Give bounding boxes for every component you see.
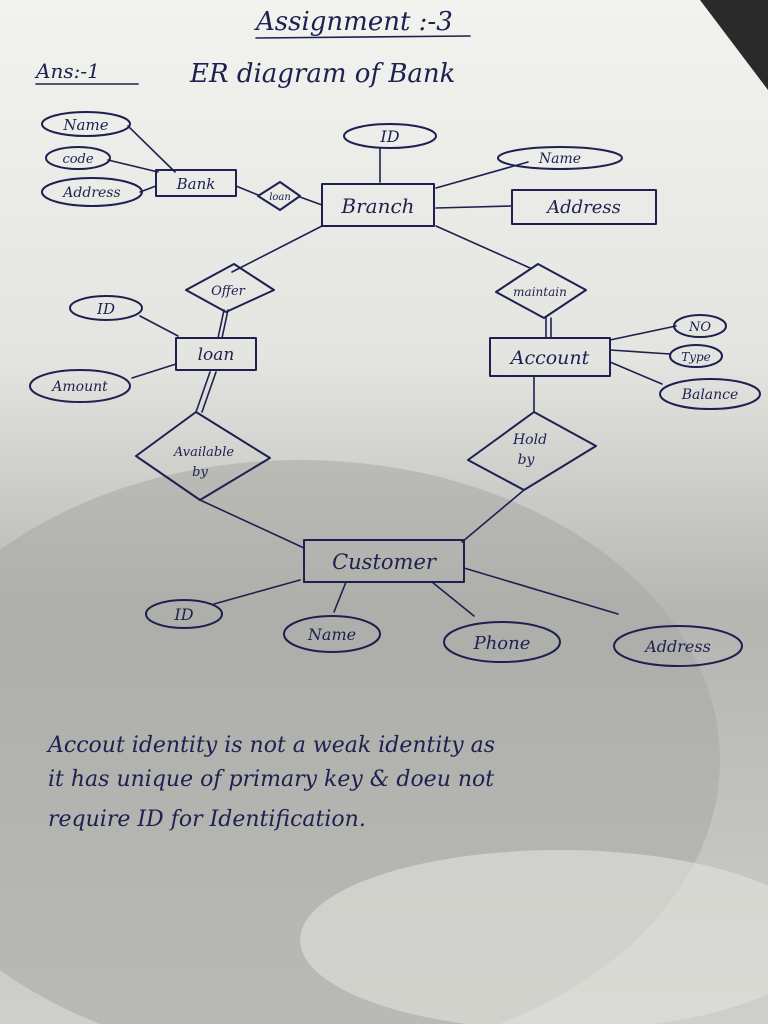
attribute-branch-address: Address [511, 189, 657, 225]
attribute-customer-name: Name [283, 615, 381, 653]
connectors [107, 125, 677, 617]
svg-text:loan: loan [198, 345, 235, 365]
attribute-bank-address: Address [41, 177, 143, 207]
attribute-customer-id: ID [145, 599, 223, 629]
svg-text:Branch: Branch [340, 194, 414, 218]
answer-label: Ans:-1 [34, 59, 100, 83]
attribute-account-balance: Balance [659, 378, 761, 410]
svg-text:Address: Address [545, 197, 621, 218]
attribute-customer-address: Address [613, 625, 743, 667]
entity-branch: Branch [321, 183, 435, 227]
attribute-loan-id: ID [69, 295, 143, 321]
svg-text:by: by [192, 465, 208, 480]
svg-text:ID: ID [96, 300, 115, 318]
attribute-account-type: Type [669, 344, 723, 368]
attribute-bank-name: Name [41, 111, 131, 137]
svg-text:Address: Address [61, 185, 120, 201]
svg-text:ID: ID [379, 127, 399, 146]
entity-account: Account [489, 337, 611, 377]
relationship-offer: Offer [185, 263, 275, 313]
svg-text:Bank: Bank [176, 175, 216, 193]
svg-text:code: code [62, 152, 93, 167]
attribute-loan-amount: Amount [29, 369, 131, 403]
svg-text:Address: Address [643, 637, 711, 656]
svg-text:Balance: Balance [681, 387, 739, 403]
note-line-2: it has unique of primary key & doeu not [48, 767, 494, 792]
attribute-branch-id: ID [343, 123, 437, 149]
svg-text:Name: Name [62, 116, 108, 134]
attribute-account-no: NO [673, 314, 727, 338]
svg-text:Available: Available [173, 445, 235, 460]
attribute-branch-name: Name [497, 146, 623, 170]
svg-text:Type: Type [681, 350, 711, 364]
svg-text:Account: Account [509, 347, 590, 369]
note-line-3: require ID for Identification. [48, 807, 366, 832]
title-underline [255, 35, 471, 39]
svg-text:Name: Name [538, 151, 581, 167]
relationship-available-by: Available by [135, 411, 271, 501]
svg-text:Offer: Offer [211, 284, 246, 299]
entity-bank: Bank [155, 169, 237, 197]
diagram-subtitle: ER diagram of Bank [189, 59, 455, 89]
light-patch [300, 850, 768, 1024]
svg-text:maintain: maintain [513, 285, 567, 299]
svg-text:Name: Name [307, 625, 356, 644]
note-line-1: Accout identity is not a weak identity a… [46, 733, 495, 758]
svg-text:Customer: Customer [332, 550, 438, 574]
attribute-bank-code: code [45, 146, 111, 170]
svg-text:Amount: Amount [50, 379, 108, 395]
svg-text:ID: ID [173, 605, 193, 624]
svg-text:Hold: Hold [512, 432, 547, 448]
relationship-hold-by: Hold by [467, 411, 597, 491]
attribute-customer-phone: Phone [443, 621, 561, 663]
relationship-maintain: maintain [495, 263, 587, 319]
assignment-title: Assignment :-3 [254, 7, 453, 37]
desk-corner [700, 0, 768, 90]
entity-customer: Customer [303, 539, 465, 583]
svg-text:NO: NO [688, 320, 711, 335]
svg-text:Phone: Phone [473, 633, 531, 654]
entity-loan: loan [175, 337, 257, 371]
svg-text:by: by [518, 452, 536, 468]
svg-text:loan: loan [269, 192, 291, 203]
relationship-bank-branch: loan [257, 181, 301, 211]
